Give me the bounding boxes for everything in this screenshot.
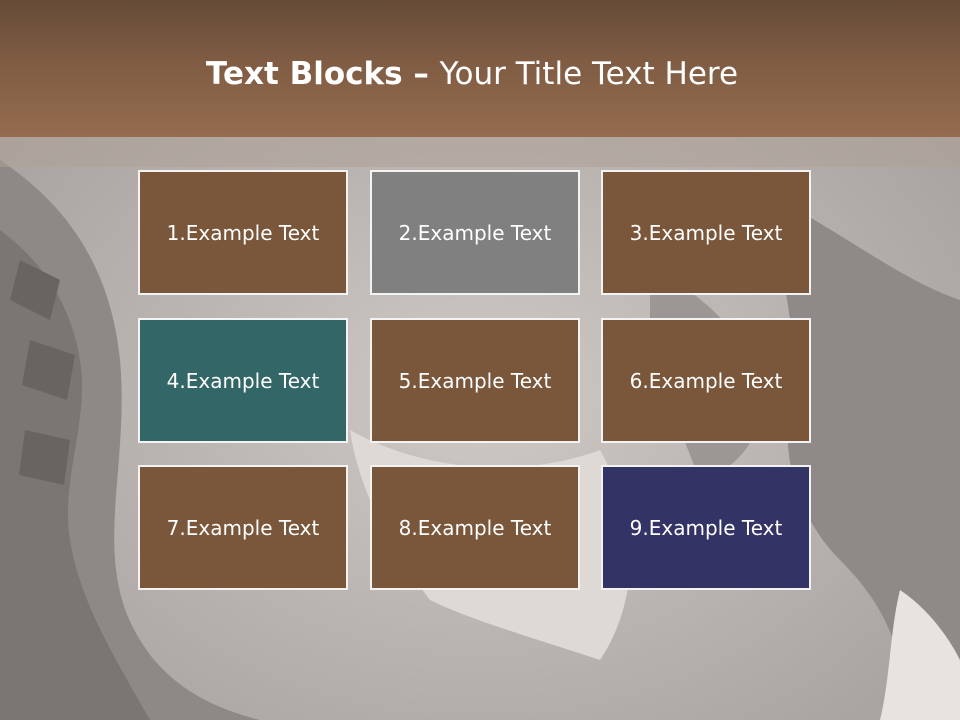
text-block-label: 5.Example Text xyxy=(398,368,552,393)
title-regular-part: Your Title Text Here xyxy=(439,56,739,92)
text-block-2[interactable]: 2.Example Text xyxy=(370,170,580,295)
text-block-8[interactable]: 8.Example Text xyxy=(370,465,580,590)
slide-title[interactable]: Text Blocks – Your Title Text Here xyxy=(0,52,944,96)
text-block-label: 7.Example Text xyxy=(166,515,320,540)
title-separator: – xyxy=(402,56,440,92)
text-block-6[interactable]: 6.Example Text xyxy=(601,318,811,443)
title-bold-part: Text Blocks xyxy=(205,56,403,92)
text-block-label: 9.Example Text xyxy=(629,515,783,540)
title-bar xyxy=(0,0,960,137)
text-block-3[interactable]: 3.Example Text xyxy=(601,170,811,295)
text-block-label: 1.Example Text xyxy=(166,220,320,245)
text-block-5[interactable]: 5.Example Text xyxy=(370,318,580,443)
text-block-label: 4.Example Text xyxy=(166,368,320,393)
text-block-label: 8.Example Text xyxy=(398,515,552,540)
text-block-label: 6.Example Text xyxy=(629,368,783,393)
title-underline-strip xyxy=(0,137,960,167)
text-blocks-grid: 1.Example Text 2.Example Text 3.Example … xyxy=(138,170,816,594)
text-block-9[interactable]: 9.Example Text xyxy=(601,465,811,590)
text-block-1[interactable]: 1.Example Text xyxy=(138,170,348,295)
text-block-label: 2.Example Text xyxy=(398,220,552,245)
text-block-7[interactable]: 7.Example Text xyxy=(138,465,348,590)
text-block-4[interactable]: 4.Example Text xyxy=(138,318,348,443)
text-block-label: 3.Example Text xyxy=(629,220,783,245)
